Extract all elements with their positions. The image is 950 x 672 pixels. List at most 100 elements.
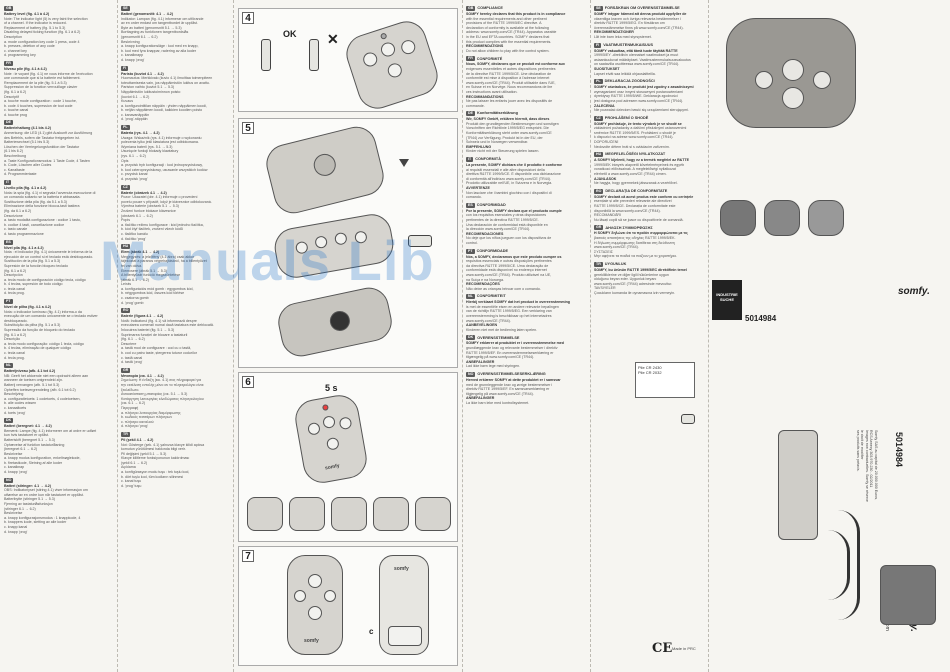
text-line: Batteriskift (beregnet 5.1 → 5.3) [4,437,55,442]
language-flag: GR [594,225,604,231]
remote-button [325,436,340,451]
text-line: Note: The indicator light (5) is very fa… [4,16,88,21]
text-line: Produkt den grundlegenden Bestimmungen u… [466,121,559,126]
text-line: Κατάργηση λειτουργίας κλειδώματος πληκτρ… [121,396,204,401]
text-line: a. Taste Konfigurationsmodus: 1 Taste Co… [4,158,90,163]
remote-sequence [247,497,451,535]
text-line: Anmerkung: die LED (4.1) gibt Auskunft z… [4,131,93,136]
text-line: is met de essentiële eisen en andere rel… [466,304,559,309]
legal-line: Somfy SAS au capital de 20.000.000 Euros… [869,430,879,501]
text-line: address: www.somfy.com/CE (TR44). Appara… [466,30,557,35]
section-header: GB [4,6,116,11]
text-line: SOMFY vakuuttaa, että tämä tuote täyttää… [594,48,678,53]
text-line: a. tecla modo de configuración código te… [4,277,86,282]
text-line: jest dostępna pod adresem www.somfy.com/… [594,98,684,103]
text-line: Nós, a SOMFY, declaramos que este produt… [466,254,562,259]
text-line: b. presses, deletion of any code [4,44,55,49]
reader-box [880,565,936,625]
section-title: VAATIMUSTENMUKAISUUS [603,42,654,47]
text-line: Do not allow children to play with the c… [466,48,550,53]
section-title: OVERENSSTEMMELSE [477,335,520,340]
text-line: toteuttamisesta vain, jos näppäimistön l… [121,80,210,85]
text-line: d. knapp 'prog' [4,470,28,475]
text-line: (şekil 6.1 → 6.2) [121,460,148,465]
text-line: R&TTE 1999/5/EF. En overensstemmelseserk… [466,350,554,355]
text-line: Description [4,34,22,39]
industrie-box: INDUSTRIE SUCHE [712,280,742,320]
text-line: OBS: Indikatorlyset (stiring 4.1) viser … [4,488,88,493]
text-line: d. 'prog' tuşu [121,483,142,488]
text-line: överensstämmelse finns på www.somfy.com/… [594,25,684,30]
text-line: control. [466,240,478,245]
text-line: Beskrivelse [4,451,23,456]
text-line: Ne pas laisser les enfants jouer avec le… [466,99,553,104]
remote-variant [808,200,844,236]
text-line: Açıklama [121,465,136,470]
section-header: GR [121,367,231,373]
text-line: Beschreibung [4,154,26,159]
text-line: exigences essentielles et autres disposi… [466,66,556,71]
pictograms-area: Pile CR 2430 Pile CR 2032 [595,360,705,640]
text-line: b. neljän näppäimen koodi, kaikkien kood… [121,108,203,113]
text-line: Usunięcie funkcji blokady klawiatury [121,149,179,154]
made-in-label: Made in PRC [672,646,696,651]
text-line: La ikke barn leke med kontrollsystemet. [466,400,530,405]
section-title: Konformitätserklärung [477,111,518,116]
remote-step [415,497,451,531]
text-line: Αντικατάσταση μπαταρίας (εικ. 5.1 → 5.3) [121,392,188,397]
text-line: a. konfigurointitilan näppäin : yhden nä… [121,103,207,108]
text-line: ZALECENIA [594,103,615,108]
remote-variant [764,200,800,236]
text-line: Supressão da função de bloqueio do tecla… [4,328,76,333]
section-title: DECLARAȚIA DE CONFORMITATE [605,189,668,194]
text-line: Hierbij verklaart SOMFY dat het product … [466,300,570,305]
text-line: ξεκλείδωτο. [121,387,140,392]
text-line: c. tecla canal [4,286,25,291]
language-flag: GB [4,6,14,11]
remote-step [247,497,283,531]
text-line: vonatkozó előírásainak. A megfelelőségi … [594,167,676,172]
text-line: DOPORUČENÍ [594,140,619,145]
text-line: d. tasto programmazione [4,231,44,236]
remote-button [361,50,380,69]
text-line: Nota: o indicador luminoso (fig. 4.1) in… [4,309,82,314]
figure-number: 5 [242,122,254,134]
cross-icon: ✕ [327,31,339,47]
language-flag: HU [594,152,604,158]
text-line: de la directive R&TTE 1999/5/CE. Une déc… [466,71,552,76]
text-line: Sustitución de la pila (fig. 5.1 a 5.3) [4,259,61,264]
product-code-rotated: 5014984 [894,432,904,468]
text-line: 1999/5/EY -direktiivin olennaiset vaatim… [594,53,679,58]
language-flag: PL [594,79,603,85]
section-header: NO [4,477,116,483]
text-line: Sostituzione della pila (fig. da 5.1 a 5… [4,199,67,204]
text-line: Note : le voyant (fig. 4.1) ne vous info… [4,71,93,76]
text-line: Nota: la spia (fig. 4.1) vi segnala l'av… [4,190,96,195]
text-line: Indikator: Lampan (fig. 4.1) informerar … [121,16,204,21]
text-line: d. tecla prog. [4,291,25,296]
text-line: SOMFY oświadcza, że produkt jest zgodny … [594,85,694,90]
text-line: c. channel key [4,48,27,53]
section-title: ΔΗΛΩΣΗ ΣΥΜΜΟΡΦΩΣΗΣ [605,225,653,230]
text-line: Περιγραφή [121,405,139,410]
language-flag: IT [466,157,474,163]
text-line: Batteri (genomsnitt: 4.1 → 4.2) [121,12,173,16]
language-flag: PT [466,248,475,254]
text-line: Beskrivelse [4,511,23,516]
text-line: in the EU and EFTA countries. SOMFY decl… [466,34,550,39]
language-flag: DK [466,335,476,341]
text-line: c. przycisk kanał [121,172,148,177]
text-line: b. 4 teclas, supresión de todo código [4,282,63,287]
section-header: IT [4,180,116,185]
